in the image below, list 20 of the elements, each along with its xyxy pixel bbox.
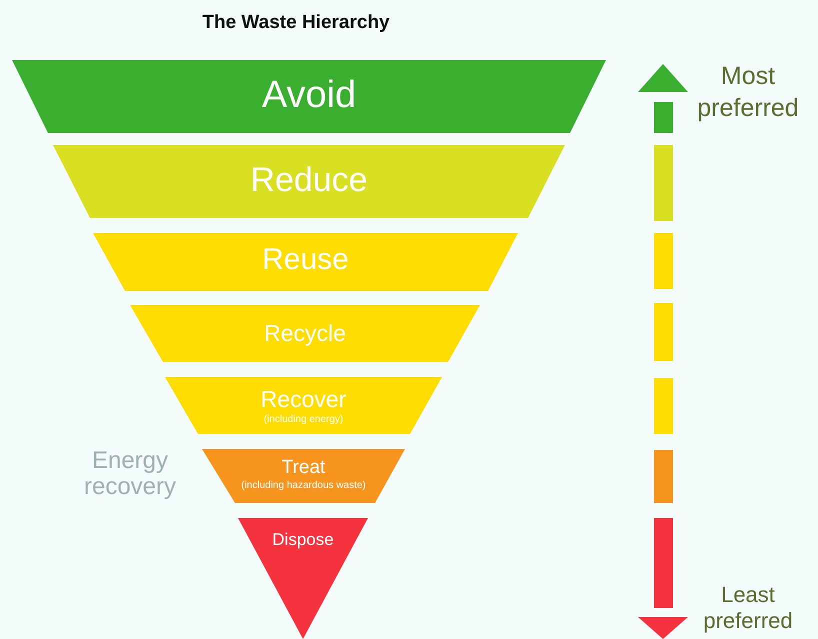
band-label: Reuse (262, 243, 349, 277)
trapezoid-band (53, 145, 565, 218)
band-label: Recover (260, 386, 346, 413)
trapezoid-band (202, 449, 405, 503)
faint-label: Energy recovery (82, 448, 178, 500)
title: The Waste Hierarchy (201, 12, 391, 34)
axis-label: Most preferred (696, 61, 800, 124)
trapezoid-band (130, 305, 480, 362)
axis-label: Least preferred (702, 582, 794, 634)
triangle-band (238, 518, 368, 639)
band-label: Treat (282, 457, 326, 479)
band-label: Avoid (262, 74, 356, 117)
band-note: (including hazardous waste) (241, 480, 366, 491)
trapezoid-band (12, 60, 606, 133)
band-label: Recycle (264, 320, 346, 347)
band-note: (including energy) (264, 414, 344, 425)
band-label: Dispose (272, 530, 334, 550)
trapezoid-band (93, 233, 518, 291)
trapezoid-band (165, 377, 442, 434)
band-label: Reduce (250, 161, 368, 200)
